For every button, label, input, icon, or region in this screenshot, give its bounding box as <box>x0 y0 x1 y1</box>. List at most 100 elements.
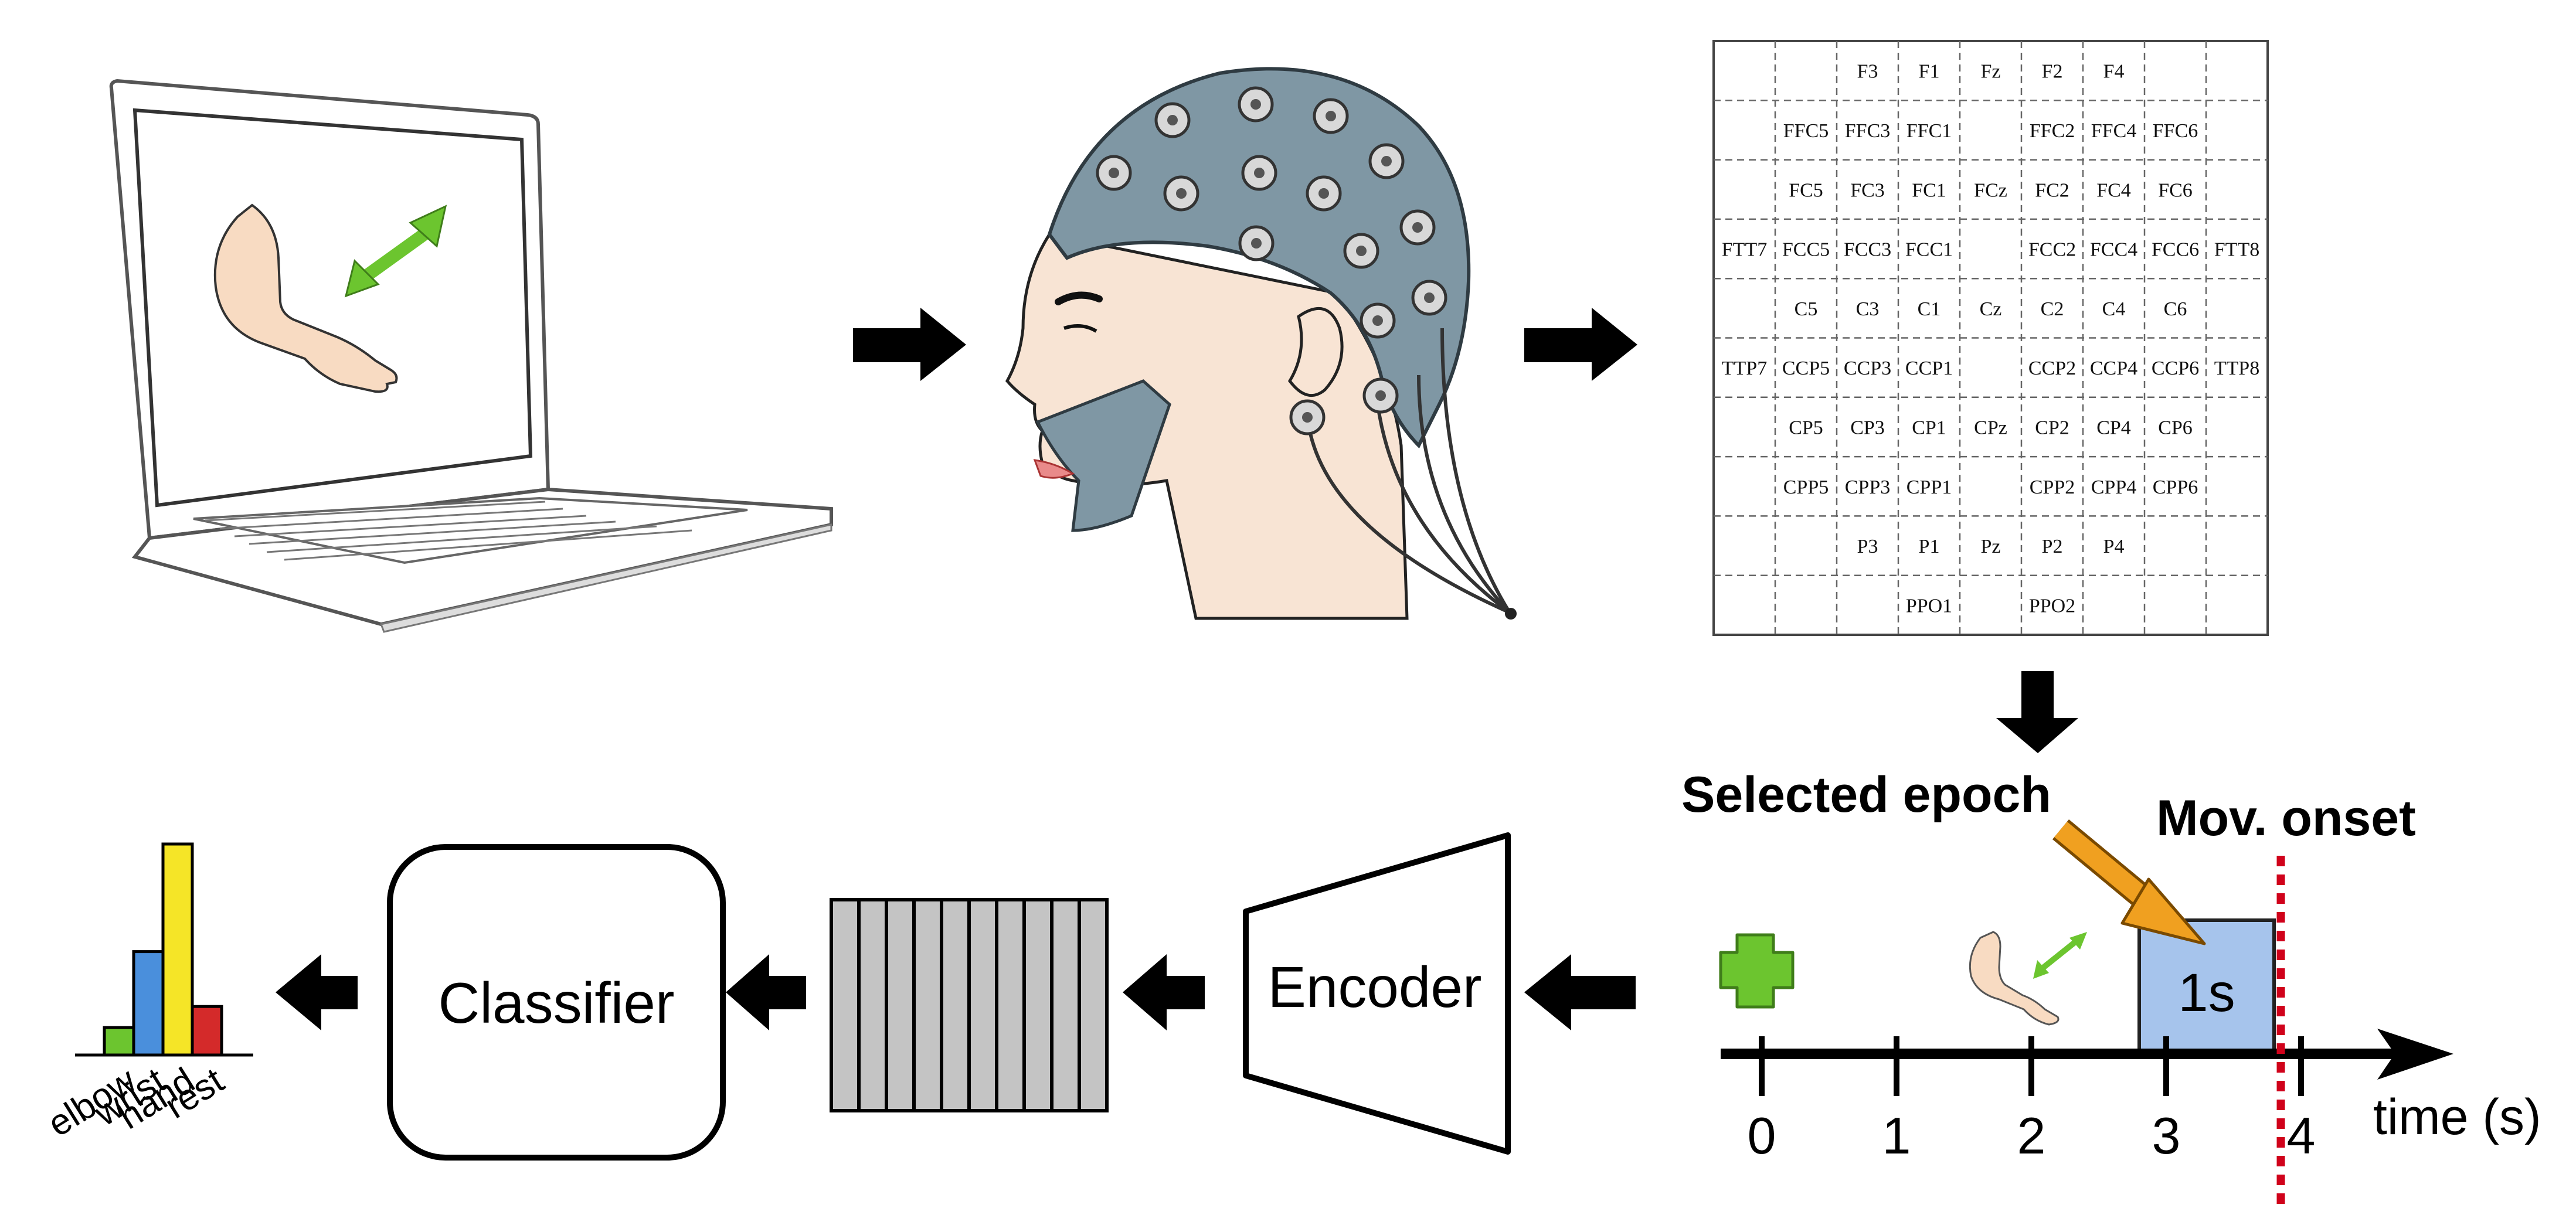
time-tick-label: 0 <box>1748 1107 1776 1165</box>
electrode-label: FFC2 <box>2030 120 2075 142</box>
electrode-label: C1 <box>1918 298 1941 320</box>
encoder-label: Encoder <box>1267 955 1481 1019</box>
electrode-label: CPP2 <box>2030 477 2075 498</box>
double-arrow-icon <box>344 205 447 298</box>
electrode-label: P1 <box>1919 536 1940 557</box>
electrode-label: F1 <box>1919 61 1940 83</box>
electrode-label: CPP1 <box>1906 477 1952 498</box>
electrode-label: P3 <box>1857 536 1878 557</box>
electrode-label: FCC3 <box>1844 239 1891 261</box>
classifier-label: Classifier <box>439 971 675 1035</box>
electrode-label: FCC4 <box>2090 239 2137 261</box>
electrode-label: FFC4 <box>2091 120 2137 142</box>
time-tick-label: 3 <box>2152 1107 2181 1165</box>
cue-cross-icon <box>1719 933 1795 1009</box>
electrode-label: FFC3 <box>1845 120 1891 142</box>
electrode-label: FCz <box>1974 179 2007 201</box>
electrode-label: CP2 <box>2035 417 2069 438</box>
electrode-label: F2 <box>2042 61 2063 83</box>
electrode-label: Pz <box>1981 536 2001 557</box>
electrode-label: TTP7 <box>1722 358 1767 379</box>
electrode-label: CCP5 <box>1782 358 1830 379</box>
electrode-label: CPP3 <box>1845 477 1891 498</box>
class-bar-rest <box>191 1005 223 1057</box>
electrode-label: CP5 <box>1789 417 1823 438</box>
electrode-label: Cz <box>1980 298 2002 320</box>
electrode-label: FC4 <box>2096 179 2131 201</box>
electrode-label: CCP6 <box>2152 358 2199 379</box>
electrode-label: C3 <box>1856 298 1880 320</box>
electrode-label: TTP8 <box>2214 358 2259 379</box>
electrode-label: CCP1 <box>1905 358 1953 379</box>
flow-arrow-6 <box>726 954 806 1030</box>
electrode-label: FFC6 <box>2153 120 2198 142</box>
electrode-label: FFC1 <box>1906 120 1952 142</box>
encoder-block: Encoder <box>1243 832 1511 1155</box>
electrode-label: F3 <box>1857 61 1878 83</box>
eeg-head-illustration <box>1005 67 1517 620</box>
electrode-label: CP1 <box>1912 417 1946 438</box>
electrode-label: FCC5 <box>1782 239 1830 261</box>
arm-on-screen-icon <box>213 203 398 393</box>
flow-arrow-7 <box>276 954 358 1030</box>
mov-onset-label: Mov. onset <box>2156 790 2416 846</box>
electrode-label: C4 <box>2102 298 2126 320</box>
electrode-label: CCP2 <box>2028 358 2076 379</box>
electrode-label: CPP5 <box>1783 477 1829 498</box>
electrode-label: PPO1 <box>1906 595 1952 617</box>
classifier-block: Classifier <box>387 844 726 1161</box>
electrode-label: C2 <box>2041 298 2064 320</box>
electrode-label: Fz <box>1981 61 2001 83</box>
laptop-illustration <box>109 79 833 633</box>
electrode-label: FTT8 <box>2214 239 2259 261</box>
class-bar-wrist <box>132 950 165 1057</box>
electrode-label: CP6 <box>2158 417 2193 438</box>
timeline-panel: Selected epoch Mov. onset 1s 0 1 2 3 4 time … <box>1681 767 2541 1204</box>
electrode-label: FFC5 <box>1783 120 1829 142</box>
time-tick-label: 2 <box>2017 1107 2046 1165</box>
electrode-label: PPO2 <box>2029 595 2075 617</box>
electrode-label: CPz <box>1974 417 2007 438</box>
flow-arrow-1 <box>853 308 966 381</box>
eeg-cables <box>1306 328 1511 614</box>
electrode-label: P2 <box>2042 536 2063 557</box>
flow-arrow-5 <box>1123 954 1205 1030</box>
electrode-label: FC5 <box>1789 179 1823 201</box>
electrode-label: FCC2 <box>2028 239 2076 261</box>
electrode-label: C5 <box>1795 298 1818 320</box>
electrode-label: C6 <box>2164 298 2187 320</box>
time-axis-label: time (s) <box>2373 1089 2541 1145</box>
electrode-label: FC3 <box>1850 179 1885 201</box>
electrode-label: CCP3 <box>1844 358 1891 379</box>
flow-arrow-2 <box>1524 308 1637 381</box>
electrode-label: CP4 <box>2096 417 2131 438</box>
selected-epoch-box <box>2137 918 2276 1054</box>
selected-epoch-pointer-arrow <box>2052 819 2206 945</box>
small-arm-icon <box>1969 931 2087 1026</box>
class-bar-hand <box>161 842 194 1057</box>
selected-epoch-label: Selected epoch <box>1681 767 2051 823</box>
time-tick-label: 4 <box>2287 1107 2316 1165</box>
electrode-label: CPP6 <box>2153 477 2198 498</box>
electrode-label: FC2 <box>2035 179 2069 201</box>
electrode-set <box>1096 86 1447 435</box>
flow-arrow-4 <box>1524 954 1636 1030</box>
electrode-label: FTT7 <box>1722 239 1767 261</box>
electrode-label: FCC6 <box>2152 239 2199 261</box>
epoch-duration-label: 1s <box>2178 963 2235 1023</box>
electrode-label: CCP4 <box>2090 358 2137 379</box>
electrode-label: F4 <box>2103 61 2125 83</box>
electrode-label: FC6 <box>2158 179 2193 201</box>
feature-vector <box>830 898 1109 1112</box>
electrode-label: FC1 <box>1912 179 1946 201</box>
time-tick-label: 1 <box>1882 1107 1911 1165</box>
electrode-label: FCC1 <box>1905 239 1953 261</box>
class-bar-elbow <box>103 1026 135 1057</box>
flow-arrow-3 <box>1996 671 2078 753</box>
electrode-label: CPP4 <box>2091 477 2137 498</box>
electrode-label: P4 <box>2103 536 2125 557</box>
electrode-label: CP3 <box>1850 417 1885 438</box>
